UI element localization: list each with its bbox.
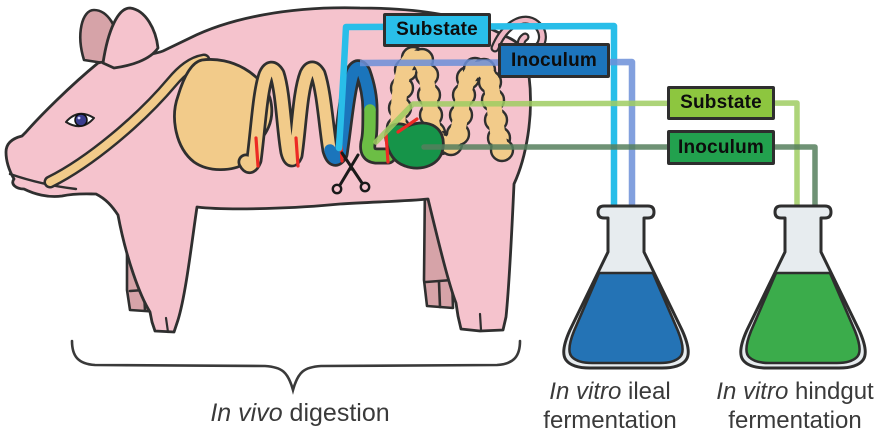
connector-lines [335, 22, 818, 215]
in-vivo-caption-italic: In vivo [210, 399, 283, 427]
esophagus [43, 53, 211, 189]
substrate-hindgut-label: Substate [667, 86, 775, 120]
in-vivo-brace [70, 339, 522, 395]
substrate-ileal-line [335, 22, 618, 215]
ileal-caption-italic: In vitro [549, 378, 622, 405]
pig-illustration [4, 6, 547, 334]
hindgut-caption-italic: In vitro [716, 378, 789, 405]
hindgut-caption-line2: fermentation [728, 407, 862, 434]
inoculum-hindgut-line [421, 144, 818, 214]
substrate-ileal-label: Substate [383, 13, 491, 47]
in-vivo-caption: In vivo digestion [140, 399, 460, 428]
ileal-flask [562, 204, 690, 370]
inoculum-ileal-line [359, 58, 636, 211]
in-vivo-caption-rest: digestion [282, 399, 390, 427]
inoculum-hindgut-label: Inoculum [667, 130, 775, 165]
hindgut-flask-liquid [745, 271, 861, 365]
hindgut-flask-caption: In vitro hindgut fermentation [697, 377, 890, 435]
ileal-flask-liquid [568, 271, 684, 365]
small-intestine [240, 63, 336, 172]
ileal-caption-line2: fermentation [543, 407, 677, 434]
ileal-flask-caption: In vitro ileal fermentation [515, 377, 705, 435]
hindgut-flask [739, 204, 867, 370]
scissors-icon [331, 151, 371, 195]
hindgut-caption-rest: hindgut [788, 378, 874, 405]
ileal-caption-rest: ileal [621, 378, 671, 405]
ileum-segment [324, 62, 376, 164]
pig-front-ear [101, 6, 160, 70]
colon-entry-segment [361, 104, 394, 162]
inoculum-ileal-label: Inoculum [498, 43, 610, 78]
pig-eye [65, 112, 95, 128]
pig-mouth [8, 172, 78, 191]
substrate-hindgut-line [373, 100, 800, 214]
